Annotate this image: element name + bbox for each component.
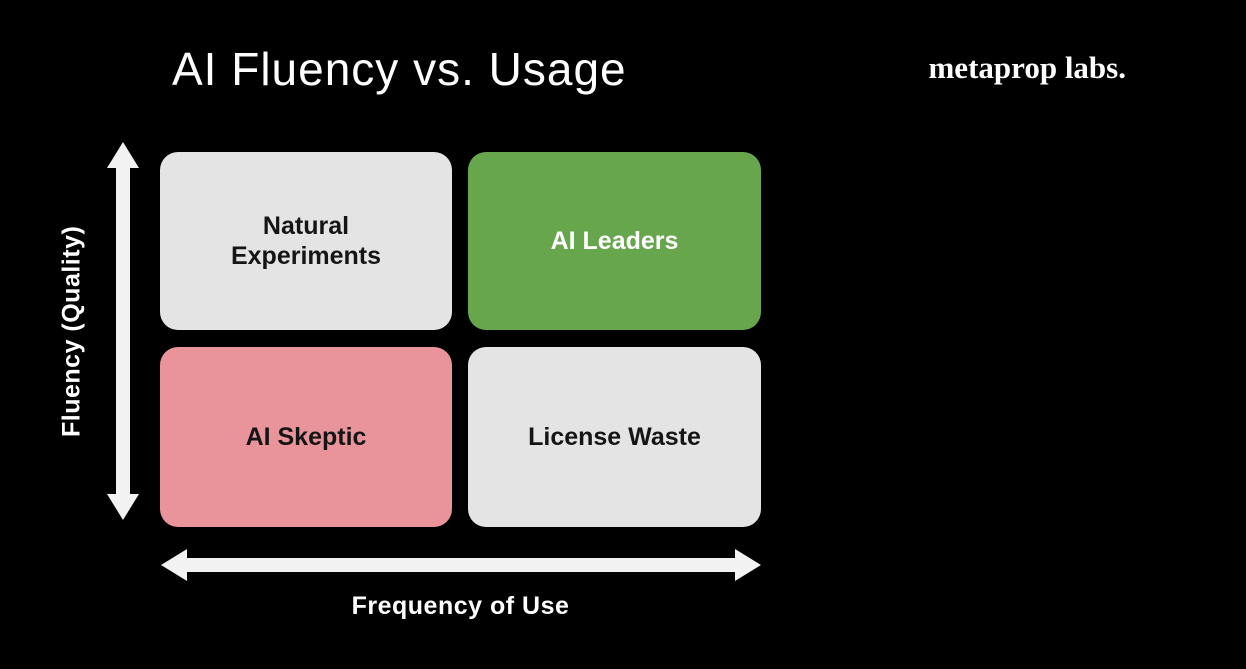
quadrant-natural-experiments: Natural Experiments bbox=[160, 152, 452, 330]
quadrant-ai-leaders: AI Leaders bbox=[468, 152, 761, 330]
quadrant-label: AI Leaders bbox=[550, 227, 679, 255]
quadrant-license-waste: License Waste bbox=[468, 347, 761, 527]
metaprop-labs-logo: metaprop labs. bbox=[928, 50, 1126, 85]
page-title: AI Fluency vs. Usage bbox=[172, 43, 627, 95]
quadrant-label: AI Skeptic bbox=[245, 423, 367, 451]
x-axis-arrow-icon bbox=[161, 549, 761, 581]
x-axis-label: Frequency of Use bbox=[351, 592, 570, 620]
quadrant-label: License Waste bbox=[528, 423, 701, 451]
quadrant-label: Natural Experiments bbox=[230, 212, 382, 270]
quadrant-ai-skeptic: AI Skeptic bbox=[160, 347, 452, 527]
quadrant-matrix: Natural Experiments AI Leaders AI Skepti… bbox=[160, 152, 761, 527]
y-axis-arrow-icon bbox=[107, 142, 139, 520]
y-axis-label: Fluency (Quality) bbox=[57, 225, 86, 437]
